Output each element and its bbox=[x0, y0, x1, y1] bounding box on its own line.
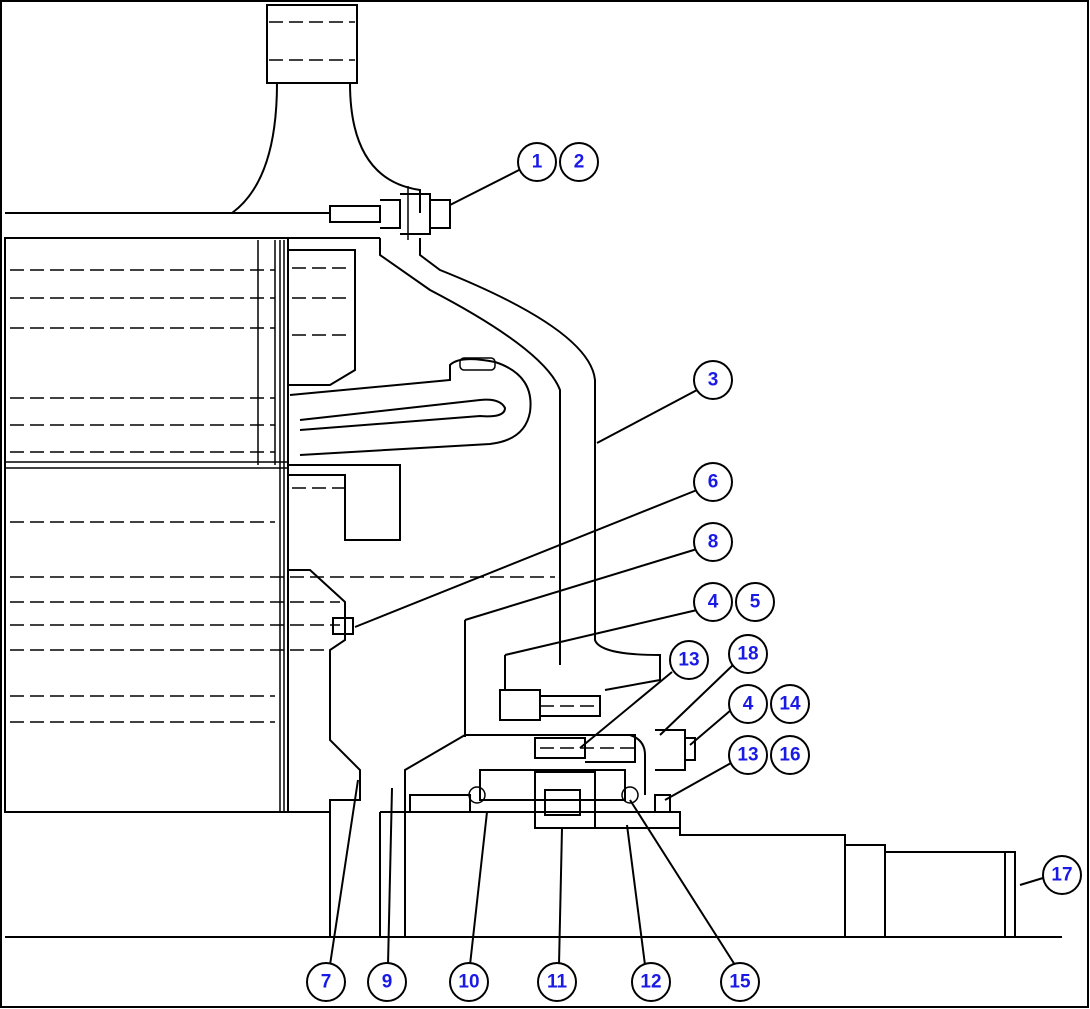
bolt-4-5 bbox=[499, 689, 601, 721]
upper-block bbox=[288, 249, 356, 386]
callout-label: 11 bbox=[547, 972, 568, 993]
callout-label: 13 bbox=[737, 745, 758, 766]
callout-14: 14 bbox=[770, 684, 810, 724]
hub-17 bbox=[845, 844, 1016, 937]
callout-6: 6 bbox=[693, 462, 733, 502]
small-pin-6 bbox=[332, 617, 354, 635]
callout-2: 2 bbox=[559, 142, 599, 182]
callout-5: 5 bbox=[735, 582, 775, 622]
seal-ring-10 bbox=[409, 794, 471, 813]
callout-3: 3 bbox=[693, 360, 733, 400]
callout-10: 10 bbox=[449, 962, 489, 1002]
callout-7: 7 bbox=[306, 962, 346, 1002]
callout-label: 6 bbox=[708, 472, 719, 493]
callout-18: 18 bbox=[728, 634, 768, 674]
callout-15: 15 bbox=[720, 962, 760, 1002]
callout-4a: 4 bbox=[693, 582, 733, 622]
fitting-neck bbox=[231, 82, 421, 214]
loop-arm bbox=[289, 358, 532, 456]
callout-label: 5 bbox=[750, 592, 761, 613]
top-fitting bbox=[266, 4, 358, 84]
callout-16: 16 bbox=[770, 735, 810, 775]
callout-11: 11 bbox=[537, 962, 577, 1002]
callout-label: 13 bbox=[678, 650, 699, 671]
bolt-1 bbox=[329, 193, 451, 235]
callout-label: 18 bbox=[737, 644, 758, 665]
part-drawing bbox=[4, 4, 1062, 938]
seal-housing-8 bbox=[404, 734, 646, 937]
bolt-4-14 bbox=[534, 729, 696, 771]
callout-17: 17 bbox=[1042, 855, 1082, 895]
callout-13a: 13 bbox=[669, 640, 709, 680]
callout-label: 17 bbox=[1051, 865, 1072, 886]
seal-16 bbox=[654, 794, 671, 813]
callout-label: 8 bbox=[708, 532, 719, 553]
left-housing bbox=[4, 237, 289, 813]
lower-base bbox=[379, 811, 846, 937]
callout-12: 12 bbox=[631, 962, 671, 1002]
middle-block bbox=[288, 464, 401, 541]
callout-label: 14 bbox=[779, 694, 801, 715]
callout-label: 2 bbox=[574, 152, 585, 173]
callout-label: 9 bbox=[382, 972, 393, 993]
seal-plate bbox=[288, 569, 361, 937]
callout-label: 3 bbox=[708, 370, 719, 391]
callout-label: 15 bbox=[729, 972, 751, 993]
callout-8: 8 bbox=[693, 522, 733, 562]
callout-label: 1 bbox=[532, 152, 543, 173]
callout-13b: 13 bbox=[728, 735, 768, 775]
callout-label: 16 bbox=[779, 745, 800, 766]
callout-label: 4 bbox=[708, 592, 719, 613]
housing-3 bbox=[379, 238, 661, 691]
callout-label: 4 bbox=[743, 694, 754, 715]
callout-label: 7 bbox=[321, 972, 332, 993]
ring-12 bbox=[595, 811, 681, 829]
callout-4b: 4 bbox=[728, 684, 768, 724]
leader-lines bbox=[329, 169, 1044, 966]
callout-label: 10 bbox=[458, 972, 479, 993]
retainer bbox=[479, 769, 626, 801]
callout-9: 9 bbox=[367, 962, 407, 1002]
callout-1: 1 bbox=[517, 142, 557, 182]
callout-label: 12 bbox=[640, 972, 661, 993]
